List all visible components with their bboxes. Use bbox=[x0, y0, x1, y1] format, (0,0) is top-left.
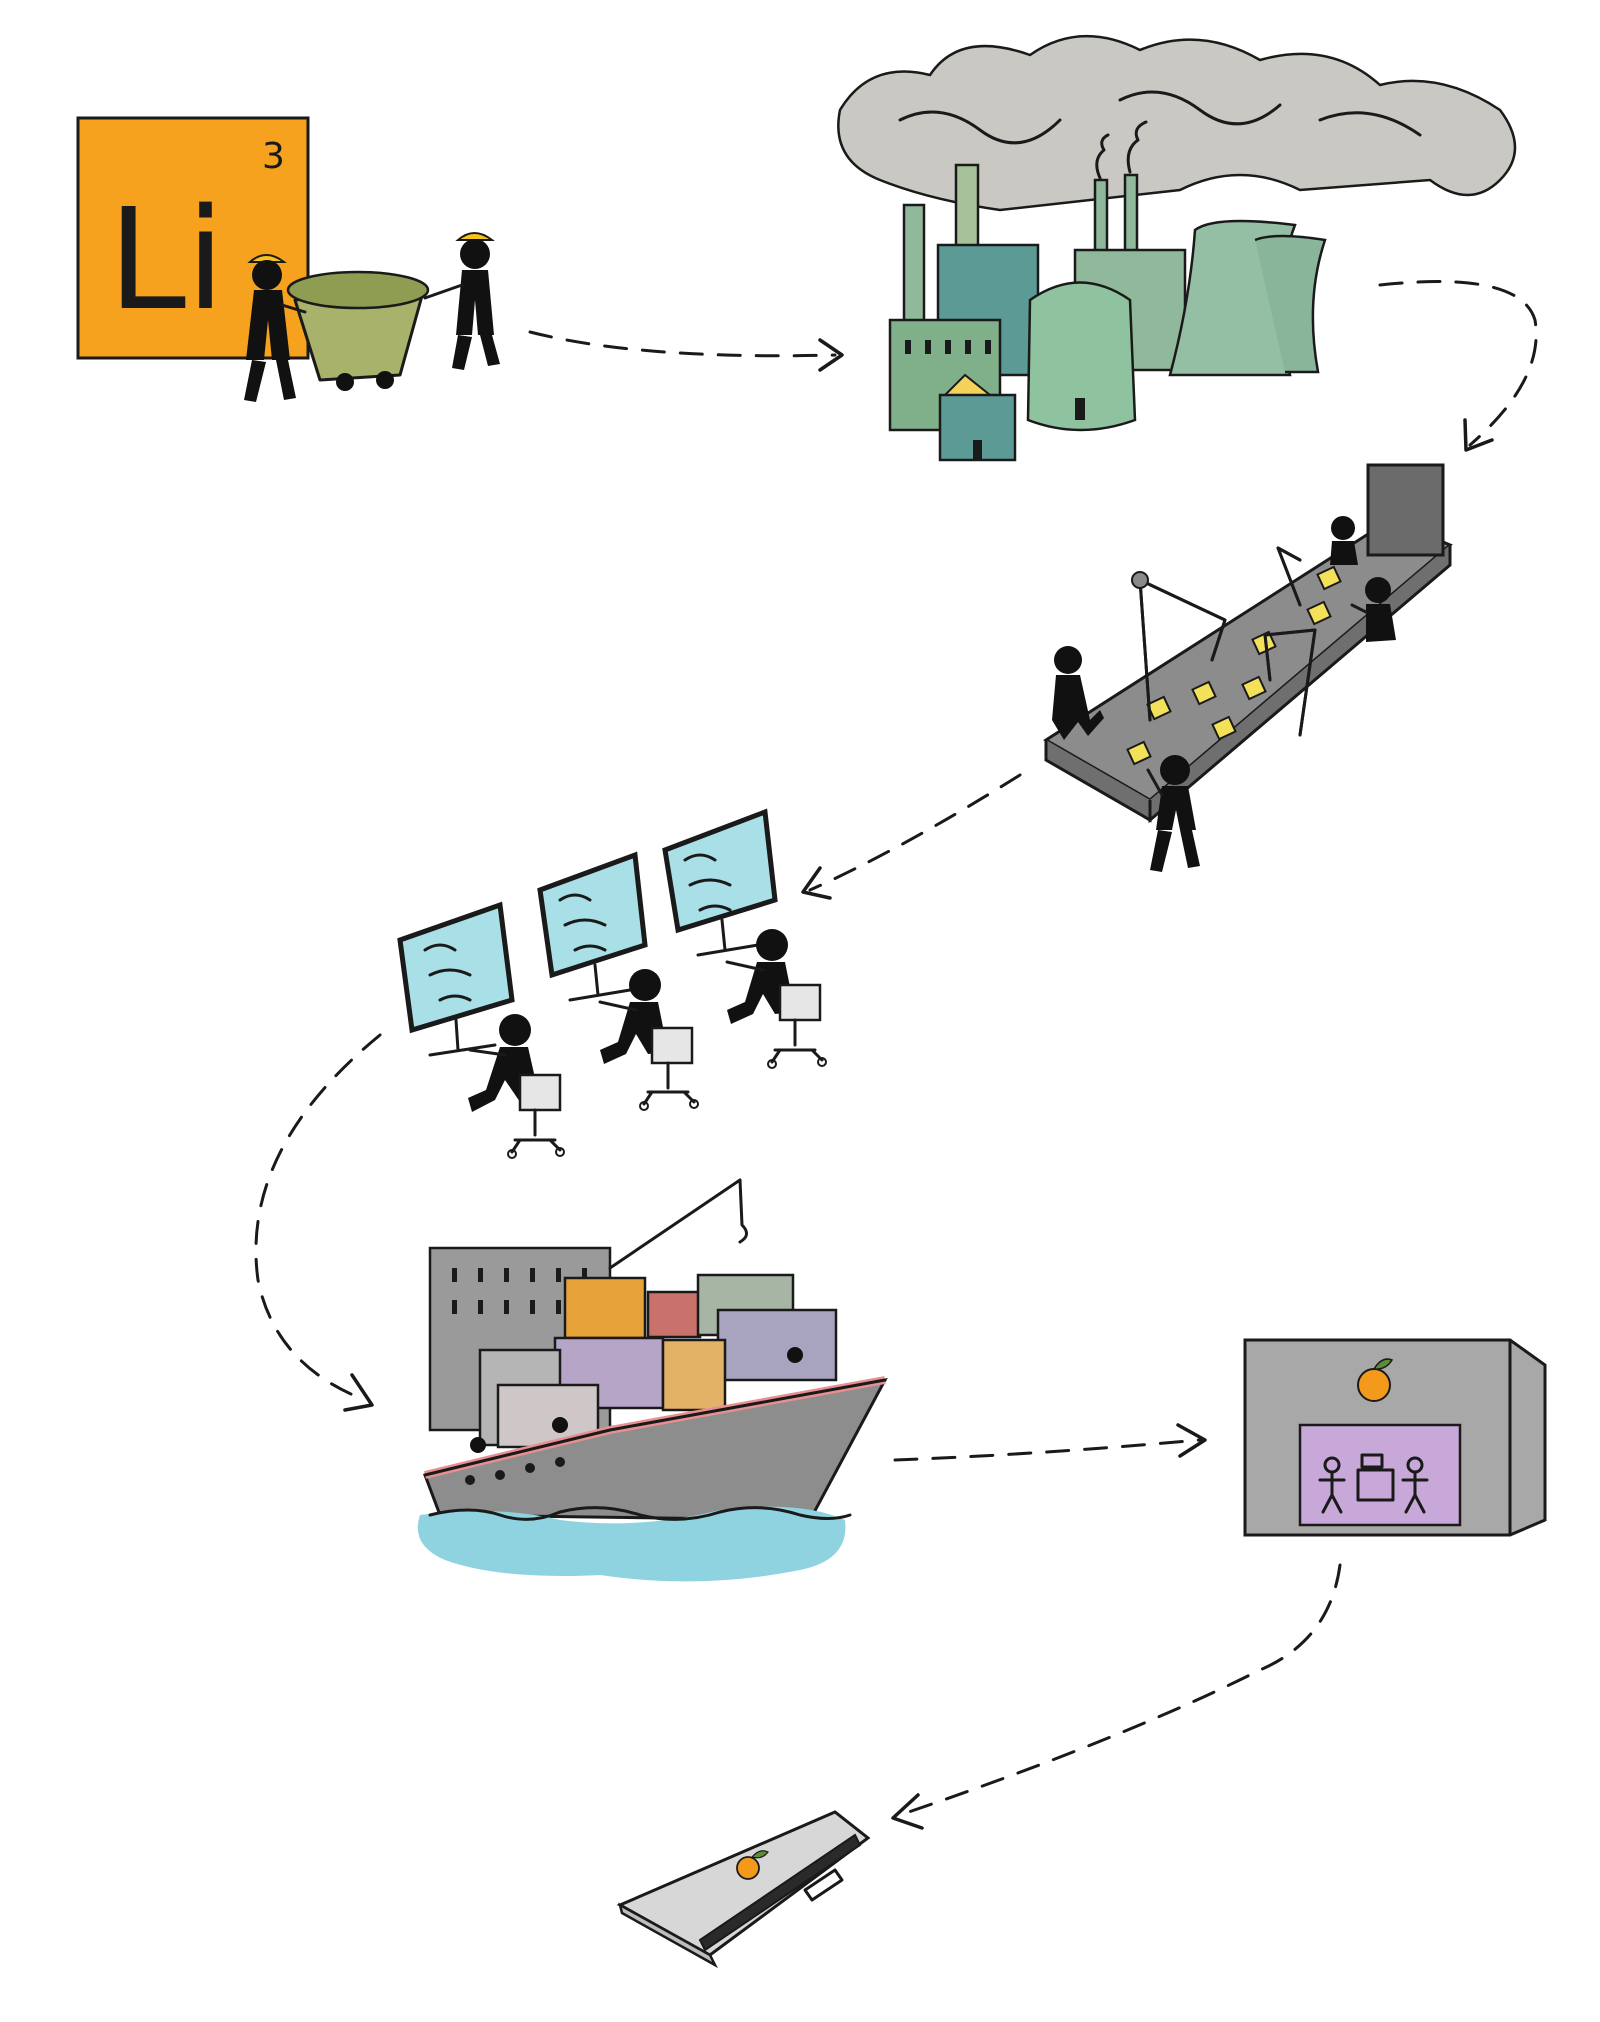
design-stage bbox=[397, 808, 827, 1159]
designer-2 bbox=[598, 969, 699, 1111]
retail-stage bbox=[1243, 1338, 1547, 1537]
water bbox=[417, 1506, 852, 1582]
store-counter bbox=[1356, 1453, 1395, 1502]
factory-icon bbox=[888, 219, 1327, 462]
smoke-cloud bbox=[837, 35, 1517, 212]
ore-cart-icon bbox=[286, 270, 430, 391]
monitor-1 bbox=[397, 901, 515, 1057]
lithium-symbol: Li bbox=[108, 179, 225, 342]
assembly-worker-1 bbox=[1052, 646, 1104, 740]
lithium-element-tile: Li 3 bbox=[76, 116, 310, 360]
assembly-worker-2 bbox=[1146, 755, 1200, 872]
monitor-3 bbox=[662, 808, 778, 957]
designer-3 bbox=[725, 929, 827, 1069]
monitor-2 bbox=[537, 851, 648, 1002]
store-clerk-figure bbox=[1318, 1456, 1346, 1514]
laptop-icon bbox=[616, 1810, 871, 1969]
store-icon bbox=[1243, 1338, 1547, 1537]
assembly-stage bbox=[1043, 463, 1453, 872]
assembly-worker-4 bbox=[1330, 516, 1358, 565]
assembly-worker-3 bbox=[1350, 577, 1396, 642]
flow-arrow-assembly-to-design bbox=[801, 773, 1022, 900]
battery-cells bbox=[1126, 565, 1342, 766]
miner-figure-left bbox=[244, 254, 307, 402]
laptop-logo-icon bbox=[736, 1850, 769, 1880]
flow-arrow-shipping-to-retail bbox=[893, 1423, 1207, 1462]
cargo-ship-icon bbox=[423, 1178, 888, 1522]
store-customer-figure bbox=[1401, 1456, 1429, 1514]
robotic-arms bbox=[1131, 546, 1317, 737]
device-stage bbox=[616, 1810, 871, 1969]
flow-arrow-design-to-shipping bbox=[254, 1033, 382, 1412]
designer-1 bbox=[468, 1014, 565, 1159]
flow-arrow-retail-to-device bbox=[891, 1563, 1342, 1830]
refining-stage bbox=[837, 35, 1517, 462]
flow-arrow-mining-to-refining bbox=[528, 330, 844, 372]
conveyor-belt-icon bbox=[1043, 463, 1453, 824]
shipping-stage bbox=[417, 1178, 888, 1582]
lithium-atomic-number: 3 bbox=[262, 136, 285, 177]
flow-arrow-refining-to-assembly bbox=[1378, 280, 1538, 452]
store-window bbox=[1298, 1423, 1462, 1527]
mining-stage: Li 3 bbox=[76, 116, 500, 402]
orange-logo-icon bbox=[1357, 1358, 1394, 1402]
computer-workstation-icon bbox=[397, 808, 827, 1159]
miner-figure-right bbox=[423, 232, 500, 370]
